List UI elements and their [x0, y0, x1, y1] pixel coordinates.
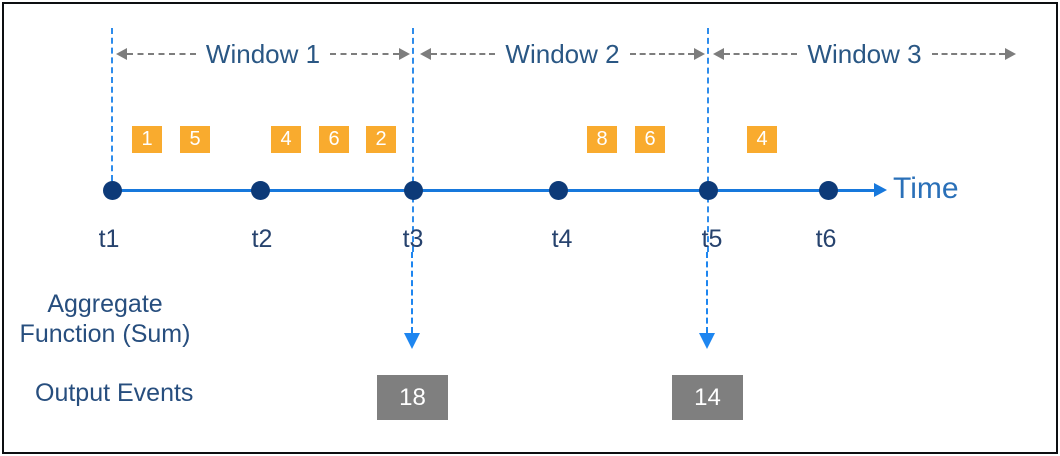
event-box: 8: [587, 126, 617, 153]
dashed-line: [724, 53, 798, 55]
tick-label-t2: t2: [251, 225, 273, 253]
timeline-dot-t4: [549, 181, 568, 200]
window-3-range-arrow: Window 3: [713, 39, 1016, 69]
output-trigger-arrow-t3: [411, 252, 413, 333]
event-box: 6: [319, 126, 349, 153]
right-arrowhead-icon: [694, 48, 705, 60]
dashed-line: [931, 53, 1005, 55]
dashed-line: [127, 53, 196, 55]
dashed-line: [431, 53, 496, 55]
window-boundary-line-t1: [111, 28, 113, 181]
timeline-dot-t3: [404, 181, 423, 200]
output-events-label: Output Events: [35, 379, 194, 407]
down-arrowhead-icon: [699, 333, 715, 349]
event-box: 4: [271, 126, 301, 153]
tick-label-t3: t3: [402, 225, 424, 253]
window-2-label: Window 2: [505, 38, 620, 69]
timeline-dot-t6: [819, 181, 838, 200]
left-arrowhead-icon: [713, 48, 724, 60]
output-event-box: 18: [377, 375, 448, 420]
time-axis-label: Time: [893, 172, 959, 205]
window-1-range-arrow: Window 1: [116, 39, 410, 69]
tick-label-t4: t4: [551, 225, 573, 253]
event-box: 6: [635, 126, 665, 153]
right-arrowhead-icon: [1005, 48, 1016, 60]
aggregate-label-line2: Function (Sum): [19, 320, 191, 348]
timeline-dot-t2: [251, 181, 270, 200]
window-3-label: Window 3: [807, 38, 922, 69]
down-arrowhead-icon: [404, 333, 420, 349]
dashed-line: [330, 53, 399, 55]
event-box: 2: [366, 126, 396, 153]
window-boundary-line-t5: [707, 28, 709, 252]
output-event-box: 14: [672, 375, 743, 420]
dashed-line: [629, 53, 694, 55]
window-1-label: Window 1: [205, 38, 321, 69]
timeline-arrowhead-icon: [874, 183, 887, 197]
event-box: 4: [747, 126, 777, 153]
timeline-axis: [112, 189, 876, 192]
timeline-dot-t1: [103, 181, 122, 200]
right-arrowhead-icon: [399, 48, 410, 60]
window-2-range-arrow: Window 2: [420, 39, 705, 69]
tick-label-t1: t1: [98, 225, 120, 253]
output-trigger-arrow-t5: [706, 252, 708, 333]
tick-label-t6: t6: [815, 225, 837, 253]
tick-label-t5: t5: [701, 225, 723, 253]
left-arrowhead-icon: [116, 48, 127, 60]
left-arrowhead-icon: [420, 48, 431, 60]
event-box: 1: [132, 126, 162, 153]
timeline-dot-t5: [699, 181, 718, 200]
aggregate-label-line1: Aggregate: [47, 290, 163, 318]
window-boundary-line-t3: [412, 28, 414, 252]
aggregate-function-label: Aggregate Function (Sum): [10, 289, 200, 349]
event-box: 5: [180, 126, 210, 153]
